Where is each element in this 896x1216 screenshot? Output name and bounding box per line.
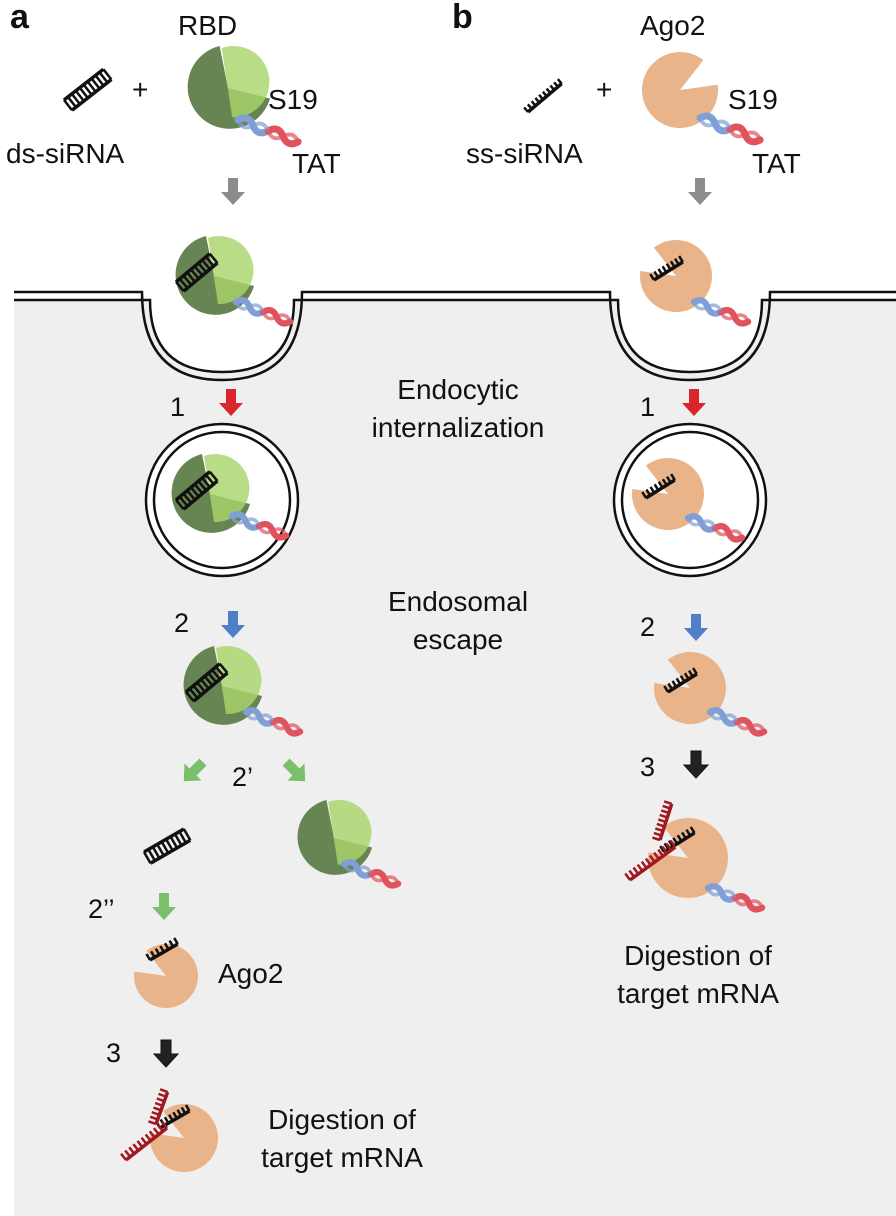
cell-membrane-outer <box>14 290 896 382</box>
plus-a: + <box>132 74 149 105</box>
gray-arrow-b <box>688 178 712 205</box>
blue-arrow-b <box>684 614 708 641</box>
ago2-mrna-a <box>120 1088 218 1172</box>
rbd-complex-escaped <box>183 646 304 737</box>
ago2-protein-icon <box>642 52 764 146</box>
blue-arrow-a <box>221 611 245 638</box>
ago2-label-b: Ago2 <box>640 10 706 41</box>
tat-label-b: TAT <box>752 148 801 179</box>
s19-label-a: S19 <box>268 84 318 115</box>
step-2-prime: 2’ <box>232 762 254 792</box>
s19-label-b: S19 <box>728 84 778 115</box>
rbd-complex-in-endosome <box>171 454 290 541</box>
digestion-a-line1: Digestion of <box>268 1104 416 1135</box>
ago2-loaded-a <box>134 937 198 1009</box>
rbd-protein-icon <box>187 46 302 148</box>
green-arrow-down <box>152 893 176 920</box>
step-2-b: 2 <box>640 612 656 642</box>
digestion-b-line2: target mRNA <box>617 978 779 1009</box>
step-3-b: 3 <box>640 752 656 782</box>
step-1-a: 1 <box>170 392 186 422</box>
panel-b-letter: b <box>452 0 473 36</box>
ss-sirna-label: ss-siRNA <box>466 138 583 169</box>
ss-sirna-icon <box>523 78 563 114</box>
panel-a-letter: a <box>10 0 29 36</box>
endosomal-line1: Endosomal <box>387 586 529 617</box>
endosomal-line2: escape <box>412 624 504 655</box>
step-1-b: 1 <box>640 392 656 422</box>
digestion-a-line2: target mRNA <box>261 1142 423 1173</box>
gray-arrow-a <box>221 178 245 205</box>
red-arrow-b <box>682 389 706 416</box>
digestion-b-line1: Digestion of <box>624 940 772 971</box>
ds-sirna-label: ds-siRNA <box>6 138 125 169</box>
rbd-complex-at-membrane <box>174 236 294 327</box>
ds-sirna-icon <box>62 67 113 112</box>
step-3-a: 3 <box>106 1038 122 1068</box>
green-arrow-right <box>282 758 306 782</box>
black-arrow-b <box>682 750 710 779</box>
green-arrow-left <box>183 758 207 782</box>
step-2-a: 2 <box>174 608 190 638</box>
plus-b: + <box>596 74 613 105</box>
ago2-complex-escaped <box>654 651 768 737</box>
released-rbd <box>297 800 402 889</box>
ago2-complex-in-endosome <box>632 458 746 543</box>
rbd-label: RBD <box>178 10 238 41</box>
cell-membrane-inner <box>14 298 896 374</box>
red-arrow-a <box>219 389 243 416</box>
ago2-label-a: Ago2 <box>218 958 284 989</box>
endocytic-line1: Endocytic <box>397 374 519 405</box>
ago2-complex-at-membrane <box>640 239 752 327</box>
tat-label-a: TAT <box>292 148 341 179</box>
released-sirna <box>142 827 192 865</box>
step-2-double-prime: 2’’ <box>88 894 115 924</box>
ago2-mrna-b <box>624 800 766 913</box>
black-arrow-a <box>152 1039 180 1068</box>
endocytic-line2: internalization <box>371 412 545 443</box>
